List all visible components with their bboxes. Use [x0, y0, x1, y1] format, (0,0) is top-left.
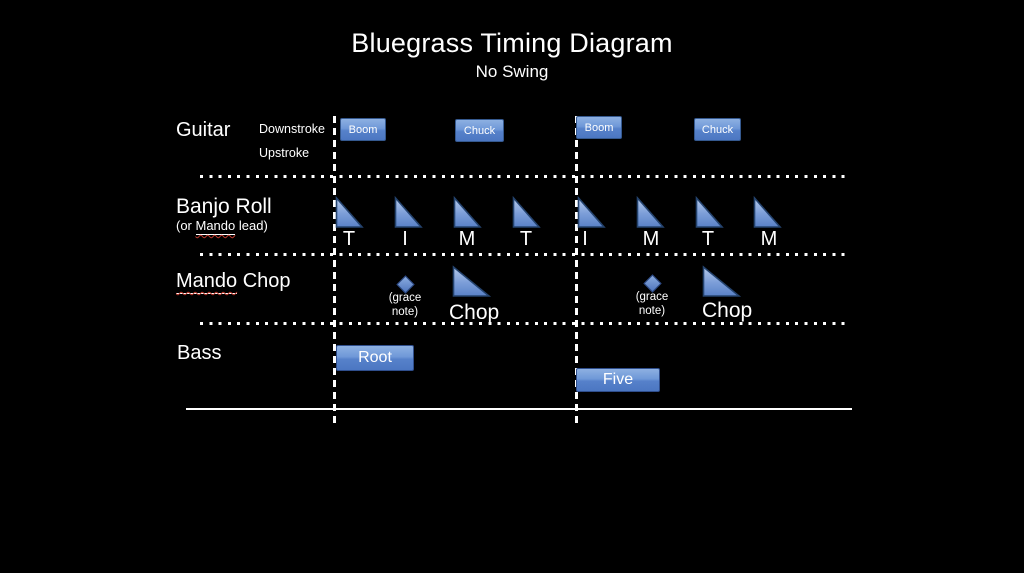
guitar-hit-chuck-2: Chuck — [694, 118, 741, 141]
mando-row-label: Mando Chop — [176, 270, 291, 294]
banjo-note-triangle-7 — [695, 196, 724, 228]
banjo-finger-letter-6: M — [642, 228, 660, 250]
measure-marker-line-1 — [333, 116, 336, 424]
guitar-upstroke-label: Upstroke — [259, 146, 310, 160]
grace-note-caption-2: (grace note) — [616, 290, 688, 319]
banjo-sublabel-mando-word: Mando — [195, 218, 236, 235]
banjo-sublabel-prefix: (or — [176, 218, 196, 233]
banjo-note-triangle-4 — [512, 196, 541, 228]
page-subtitle: No Swing — [475, 62, 549, 81]
banjo-sublabel-suffix: lead) — [235, 218, 268, 233]
mando-label-word: Mando — [176, 270, 238, 294]
baseline-rule — [186, 408, 852, 410]
banjo-finger-letter-3: M — [458, 228, 476, 250]
banjo-row-sublabel: (or Mando lead) — [176, 218, 268, 235]
chop-label-2: Chop — [702, 299, 753, 322]
grace-note-caption-2-line1: (grace — [635, 291, 669, 303]
banjo-note-triangle-5 — [577, 196, 606, 228]
guitar-hit-boom-2: Boom — [576, 116, 622, 139]
chop-triangle-1 — [452, 265, 491, 297]
banjo-note-triangle-6 — [636, 196, 665, 228]
banjo-finger-letter-4: T — [519, 228, 533, 250]
banjo-note-triangle-2 — [394, 196, 423, 228]
bass-note-root: Root — [336, 345, 414, 371]
guitar-row-label: Guitar — [176, 119, 231, 141]
row-divider-dotted-3 — [200, 322, 848, 325]
grace-note-caption-1: (grace note) — [369, 291, 441, 320]
grace-note-caption-1-line1: (grace — [388, 292, 422, 304]
bass-row-label: Bass — [177, 342, 222, 364]
chop-triangle-2 — [702, 265, 741, 297]
chop-label-1: Chop — [449, 301, 500, 324]
grace-note-caption-2-line2: note) — [638, 305, 666, 318]
page-title: Bluegrass Timing Diagram — [351, 28, 673, 58]
mando-label-rest: Chop — [237, 270, 291, 292]
guitar-hit-chuck-1: Chuck — [455, 119, 504, 142]
banjo-note-triangle-8 — [753, 196, 782, 228]
row-divider-dotted-2 — [200, 253, 848, 256]
banjo-finger-letter-7: T — [701, 228, 715, 250]
measure-marker-line-2 — [575, 116, 578, 424]
banjo-note-triangle-1 — [335, 196, 364, 228]
banjo-note-triangle-3 — [453, 196, 482, 228]
bass-note-five: Five — [576, 368, 660, 392]
row-divider-dotted-1 — [200, 175, 848, 178]
banjo-finger-letter-8: M — [760, 228, 778, 250]
guitar-downstroke-label: Downstroke — [259, 122, 325, 136]
banjo-finger-letter-1: T — [342, 228, 356, 250]
grace-note-caption-1-line2: note) — [391, 306, 419, 319]
banjo-finger-letter-5: I — [582, 228, 588, 250]
banjo-row-label: Banjo Roll — [176, 195, 272, 218]
banjo-finger-letter-2: I — [402, 228, 408, 250]
guitar-hit-boom-1: Boom — [340, 118, 386, 141]
